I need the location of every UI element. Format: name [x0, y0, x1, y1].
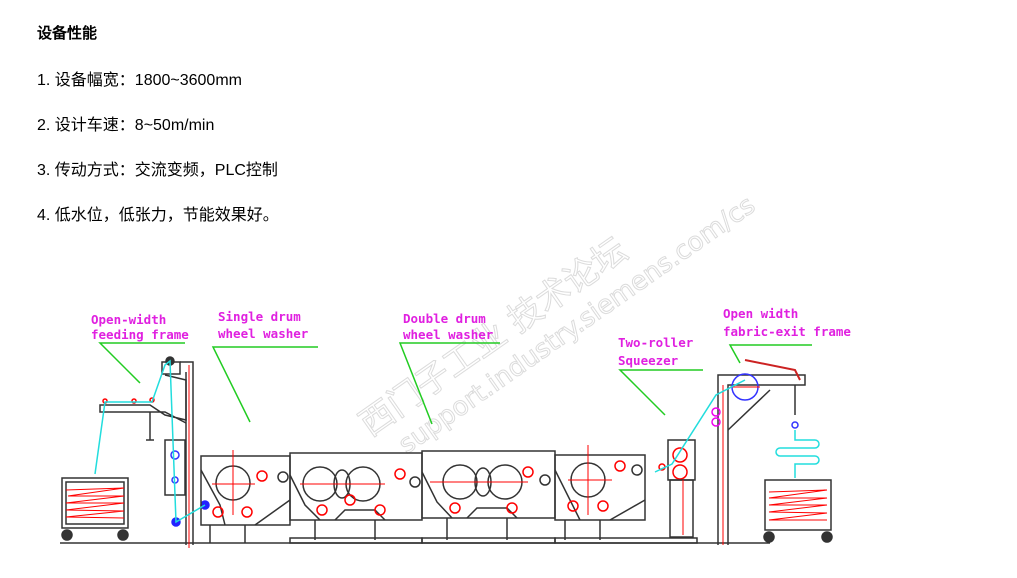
spec-item-width: 1. 设备幅宽：1800~3600mm: [37, 72, 242, 89]
two-roller-squeezer: [658, 439, 696, 538]
label-single-drum-1: Single drum: [218, 309, 301, 324]
double-drum-washer-1: [289, 452, 423, 544]
leader-lines: [98, 342, 812, 425]
double-drum-washer-2: [421, 450, 556, 544]
spec-item-speed: 2. 设计车速：8~50m/min: [37, 117, 215, 134]
fabric-exit-frame: [711, 359, 806, 545]
watermark-text: 西门子工业 技术论坛: [352, 230, 634, 444]
single-drum-washer-1: [200, 450, 291, 543]
spec-item-drive: 3. 传动方式：交流变频，PLC控制: [37, 162, 278, 179]
label-double-drum-2: wheel washer: [403, 327, 494, 342]
label-exit-frame-2: fabric-exit frame: [723, 324, 851, 339]
label-double-drum-1: Double drum: [403, 311, 486, 326]
input-cart: [61, 477, 129, 541]
label-squeezer-1: Two-roller: [618, 335, 694, 350]
section-heading: 设备性能: [37, 25, 98, 42]
feeding-frame: [99, 356, 210, 548]
label-squeezer-2: Squeezer: [618, 353, 679, 368]
label-feeding-frame-1: Open-width: [91, 312, 166, 327]
label-feeding-frame-2: feeding frame: [91, 327, 189, 342]
label-exit-frame-1: Open width: [723, 306, 798, 321]
fabric-path: [94, 359, 820, 524]
label-single-drum-2: wheel washer: [218, 326, 309, 341]
spec-item-efficiency: 4. 低水位，低张力，节能效果好。: [37, 207, 279, 224]
single-drum-washer-2: [554, 445, 698, 544]
output-cart: [763, 479, 833, 543]
